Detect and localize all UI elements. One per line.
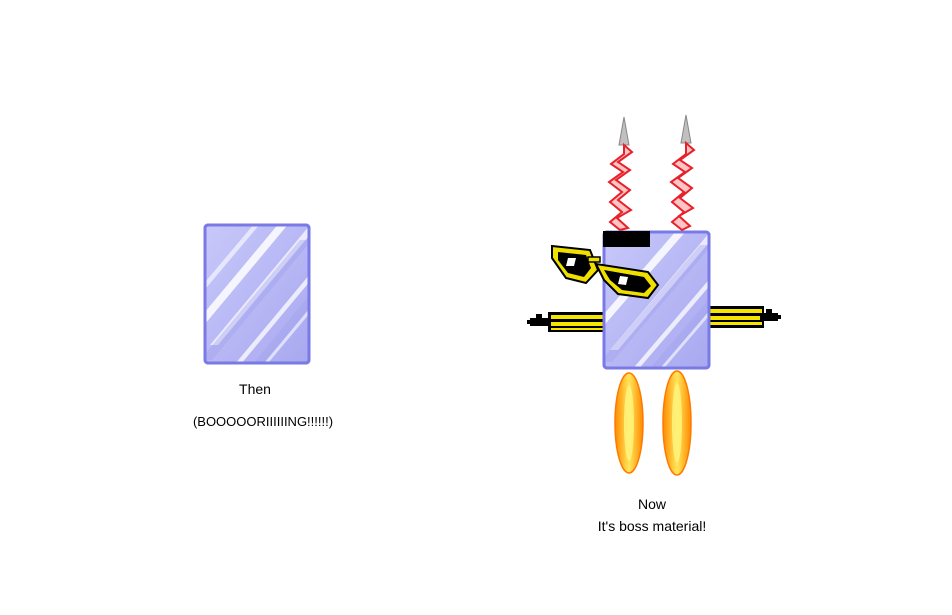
left-jet-flame (614, 372, 644, 474)
left-antenna-spike (607, 116, 634, 232)
sunglasses (551, 244, 660, 300)
right-gun (708, 306, 781, 328)
right-jet-flame (662, 370, 692, 476)
right-antenna-spike (669, 114, 696, 232)
now-caption: Now (637, 496, 666, 512)
left-gun (527, 312, 604, 332)
then-glass-panel (203, 223, 311, 365)
now-subcaption: It's boss material! (597, 518, 707, 534)
black-band (603, 231, 650, 247)
then-subcaption: (BOOOOORIIIIIING!!!!!!) (192, 414, 334, 429)
then-caption: Then (239, 381, 271, 397)
